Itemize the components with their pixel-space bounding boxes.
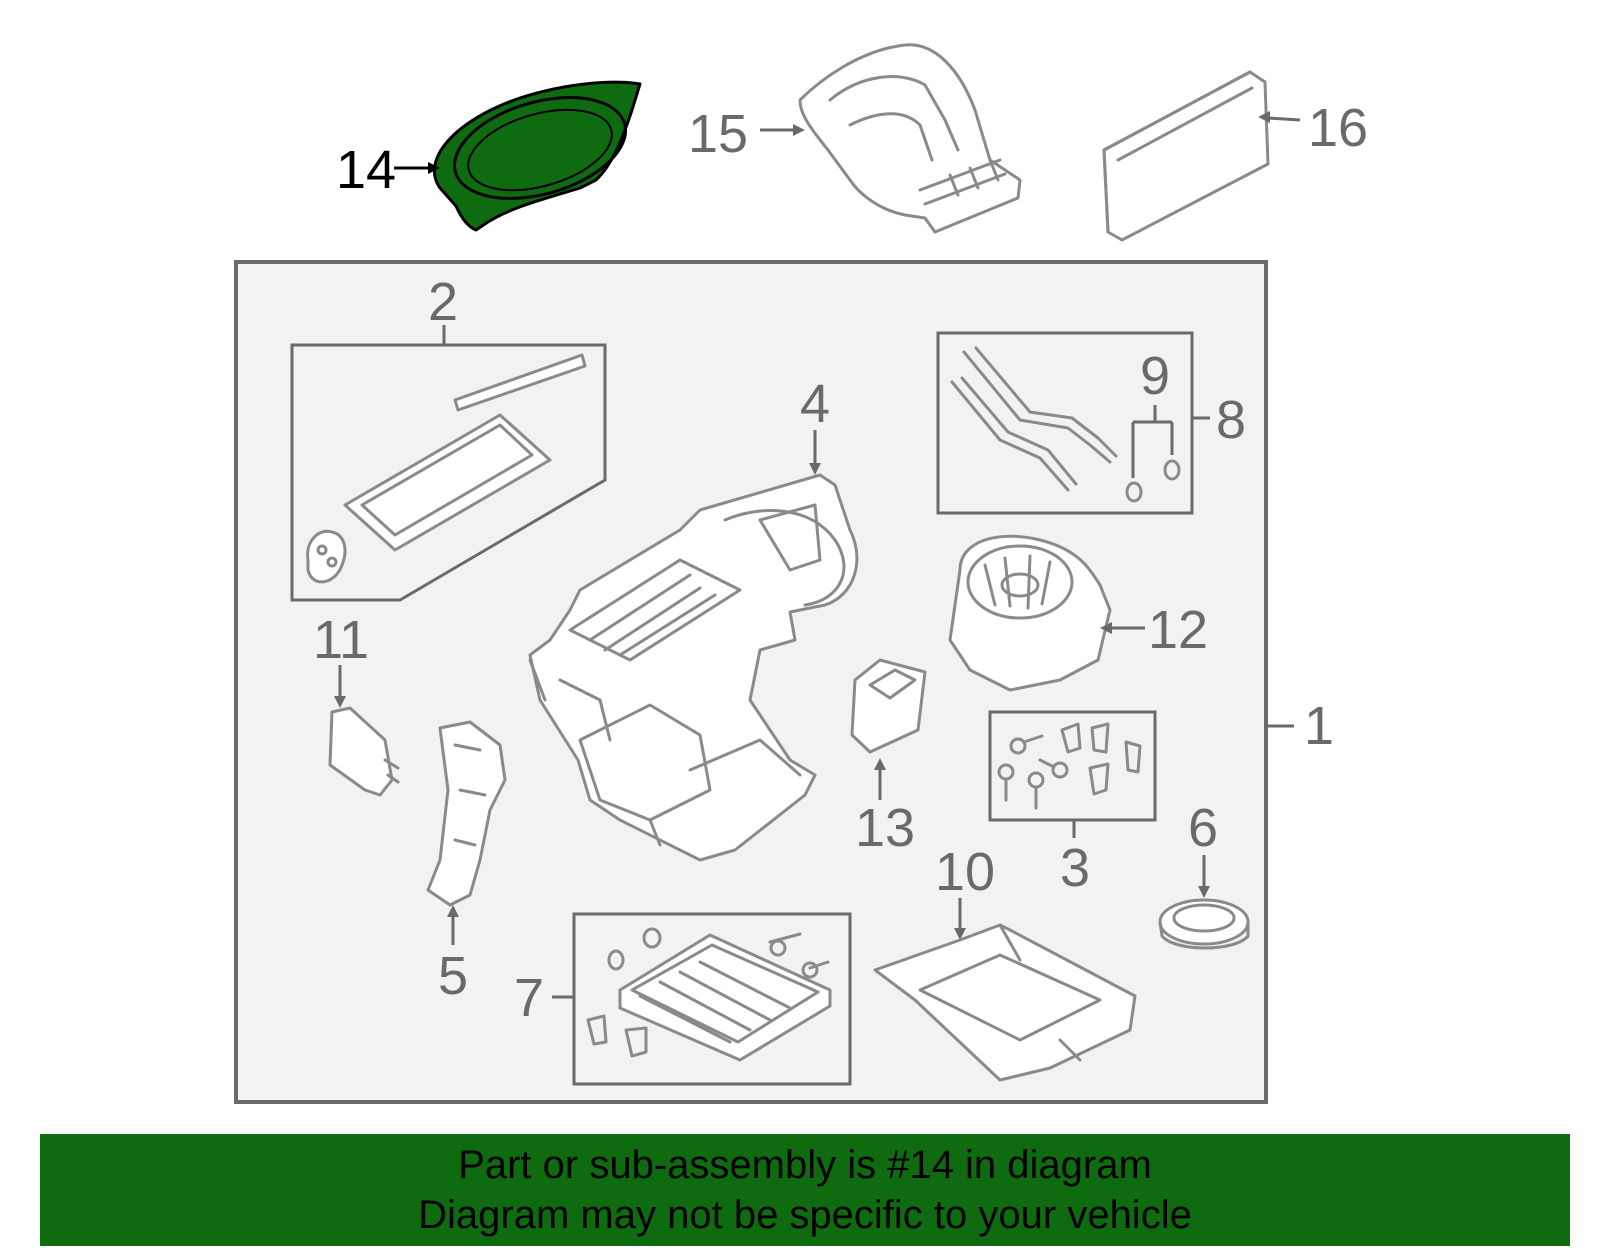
callout-8: 8 <box>1216 390 1246 450</box>
callout-15: 15 <box>688 104 748 164</box>
callout-10: 10 <box>935 842 995 902</box>
arrowhead-13 <box>874 758 886 770</box>
part-10-tray <box>873 923 1137 1082</box>
part-9-oring-b <box>1163 459 1181 481</box>
part-6-seal <box>1158 898 1250 950</box>
part-16-cabin-filter <box>1102 70 1270 242</box>
callout-4: 4 <box>800 374 830 434</box>
part-14-highlighted[interactable] <box>433 80 642 232</box>
callout-5: 5 <box>438 946 468 1006</box>
callout-2: 2 <box>428 272 458 332</box>
callout-7: 7 <box>514 968 544 1028</box>
leader-9 <box>1131 405 1174 478</box>
callout-1: 1 <box>1304 696 1334 756</box>
part-2-components <box>306 353 587 584</box>
arrowhead-11 <box>334 696 346 708</box>
callout-6: 6 <box>1188 798 1218 858</box>
callout-14: 14 <box>336 140 396 200</box>
callout-12: 12 <box>1148 600 1208 660</box>
part-8-pipes <box>950 346 1118 492</box>
callout-13: 13 <box>855 798 915 858</box>
arrowhead-12 <box>1100 622 1112 634</box>
part-11-module <box>328 706 400 797</box>
arrowhead-5 <box>447 905 459 917</box>
callout-11: 11 <box>313 610 369 670</box>
part-3-fasteners <box>997 722 1142 810</box>
part-13-actuator <box>850 658 927 754</box>
arrowhead-16 <box>1258 111 1270 123</box>
arrowhead-10 <box>954 928 966 940</box>
subbox-8 <box>936 331 1194 515</box>
part-7-heater-core <box>586 927 832 1062</box>
part-12-blower-motor <box>948 534 1112 692</box>
subbox-7 <box>572 912 852 1086</box>
part-9-oring-a <box>1125 481 1143 503</box>
subbox-2 <box>290 343 607 602</box>
part-4-hvac-housing <box>528 473 859 862</box>
part-5-bracket <box>426 720 507 907</box>
arrowhead-14 <box>428 162 440 174</box>
info-banner: Part or sub-assembly is #14 in diagram D… <box>40 1134 1570 1246</box>
banner-line-1: Part or sub-assembly is #14 in diagram <box>458 1143 1152 1187</box>
callout-9: 9 <box>1140 346 1170 406</box>
arrowhead-4 <box>809 463 821 475</box>
callout-16: 16 <box>1308 98 1368 158</box>
callout-3: 3 <box>1060 838 1090 898</box>
arrowhead-6 <box>1198 886 1210 898</box>
arrowhead-15 <box>793 124 805 136</box>
banner-line-2: Diagram may not be specific to your vehi… <box>418 1193 1192 1237</box>
part-15-housing <box>798 43 1022 234</box>
leader-16 <box>1267 116 1301 122</box>
